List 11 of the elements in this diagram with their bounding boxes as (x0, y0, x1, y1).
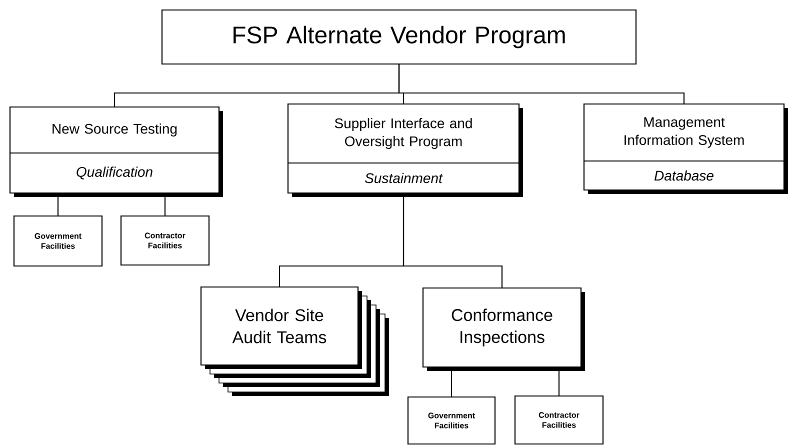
facility-box: Government Facilities (407, 396, 496, 445)
program-box: Management Information System Database (583, 103, 788, 194)
program-box: Conformance Inspections (422, 287, 585, 371)
program-box: Supplier Interface and Oversight Program Sustainment (287, 103, 523, 197)
facility-box: Government Facilities (13, 215, 103, 267)
facility-box: Contractor Facilities (514, 395, 604, 445)
facility-box: Contractor Facilities (120, 215, 210, 266)
title-box: FSP Alternate Vendor Program (161, 9, 637, 65)
program-box: New Source Testing Qualification (9, 106, 223, 197)
stacked-box: Vendor Site Audit Teams (200, 286, 389, 396)
connector-line (398, 64, 685, 104)
